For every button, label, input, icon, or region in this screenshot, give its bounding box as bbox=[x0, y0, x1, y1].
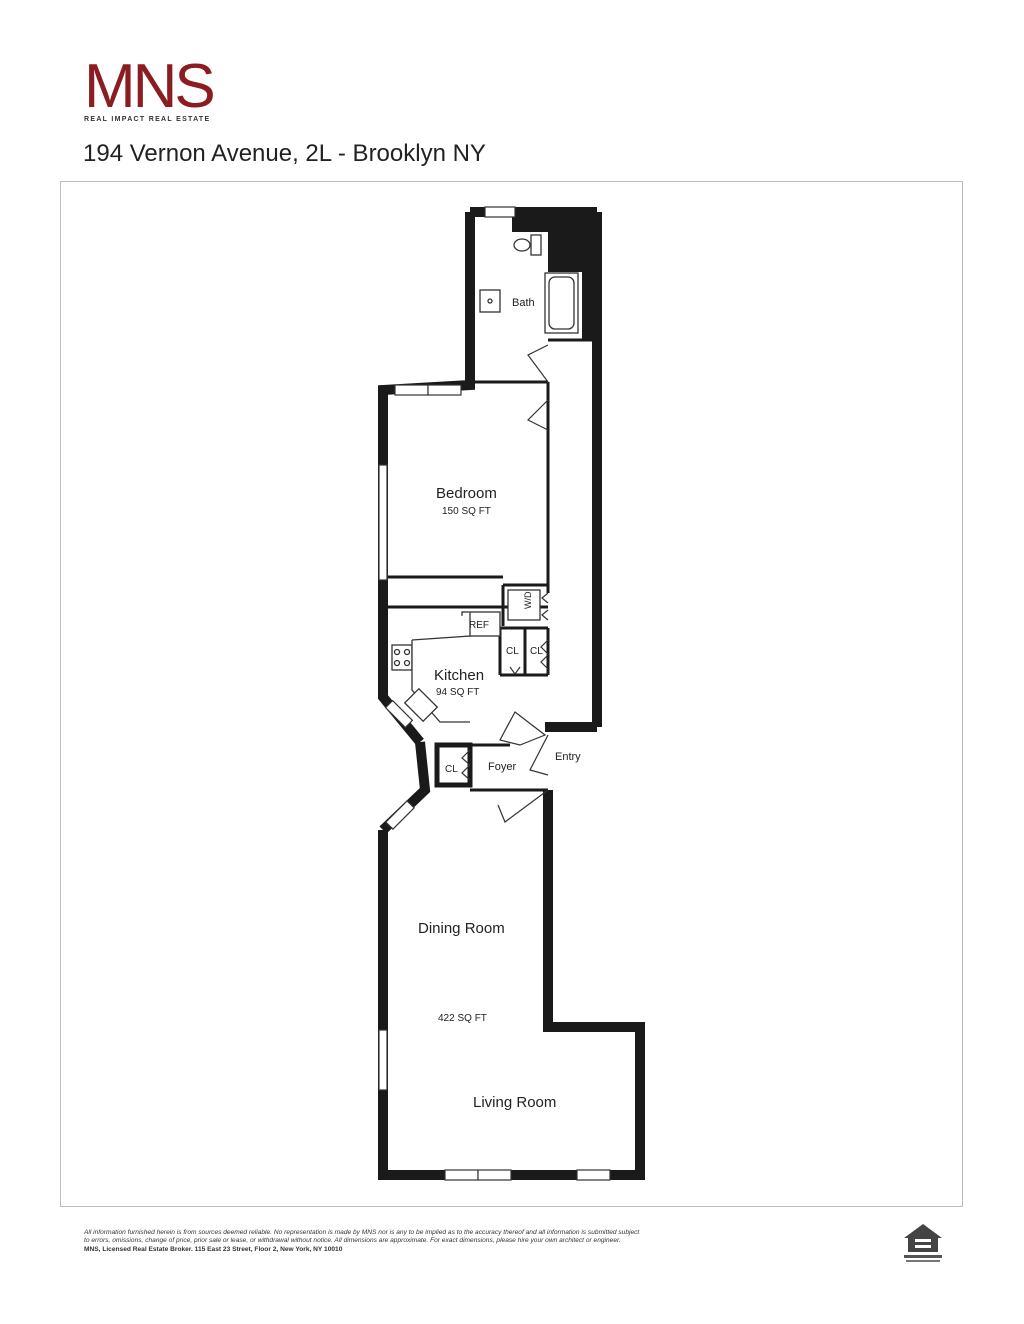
living-room-label: Living Room bbox=[473, 1094, 556, 1111]
bedroom-label: Bedroom bbox=[436, 485, 497, 502]
closet-label-kitchen-2: CL bbox=[530, 646, 543, 657]
logo-mark: MNS bbox=[84, 52, 216, 121]
living-dining-area: 422 SQ FT bbox=[438, 1013, 487, 1024]
disclaimer-line-1: All information furnished herein is from… bbox=[84, 1229, 640, 1236]
floorplan-frame bbox=[60, 181, 963, 1207]
bedroom-area: 150 SQ FT bbox=[442, 506, 491, 517]
kitchen-area: 94 SQ FT bbox=[436, 687, 479, 698]
property-address: 194 Vernon Avenue, 2L - Brooklyn NY bbox=[83, 140, 486, 167]
closet-label-kitchen-1: CL bbox=[506, 646, 519, 657]
disclaimer-line-3: MNS, Licensed Real Estate Broker. 115 Ea… bbox=[84, 1245, 343, 1253]
dining-room-label: Dining Room bbox=[418, 920, 505, 937]
toilet-icon bbox=[530, 234, 542, 256]
refrigerator-label: REF bbox=[469, 620, 489, 631]
bath-fixtures bbox=[479, 234, 579, 334]
mns-logo: MNS REAL IMPACT REAL ESTATE bbox=[84, 56, 234, 128]
doors bbox=[461, 344, 549, 823]
windows bbox=[378, 206, 611, 1181]
dark-shaft bbox=[512, 212, 597, 340]
kitchen-fixtures bbox=[391, 589, 541, 723]
foyer-label: Foyer bbox=[488, 761, 516, 773]
kitchen-label: Kitchen bbox=[434, 667, 484, 684]
equal-housing-opportunity-icon bbox=[904, 1224, 942, 1262]
kitchen-sink-icon bbox=[403, 687, 439, 723]
disclaimer-line-2: to errors, omissions, change of price, p… bbox=[84, 1237, 621, 1245]
legal-disclaimer: All information furnished herein is from… bbox=[84, 1229, 874, 1254]
stove-icon bbox=[391, 644, 413, 671]
bath-label: Bath bbox=[512, 297, 535, 309]
toilet-bowl-icon bbox=[513, 238, 531, 252]
logo-tagline: REAL IMPACT REAL ESTATE bbox=[84, 116, 211, 123]
washer-dryer-label: W/D bbox=[523, 591, 533, 609]
closet-label-foyer: CL bbox=[445, 764, 458, 775]
entry-label: Entry bbox=[555, 751, 581, 763]
washer-dryer bbox=[507, 589, 541, 621]
